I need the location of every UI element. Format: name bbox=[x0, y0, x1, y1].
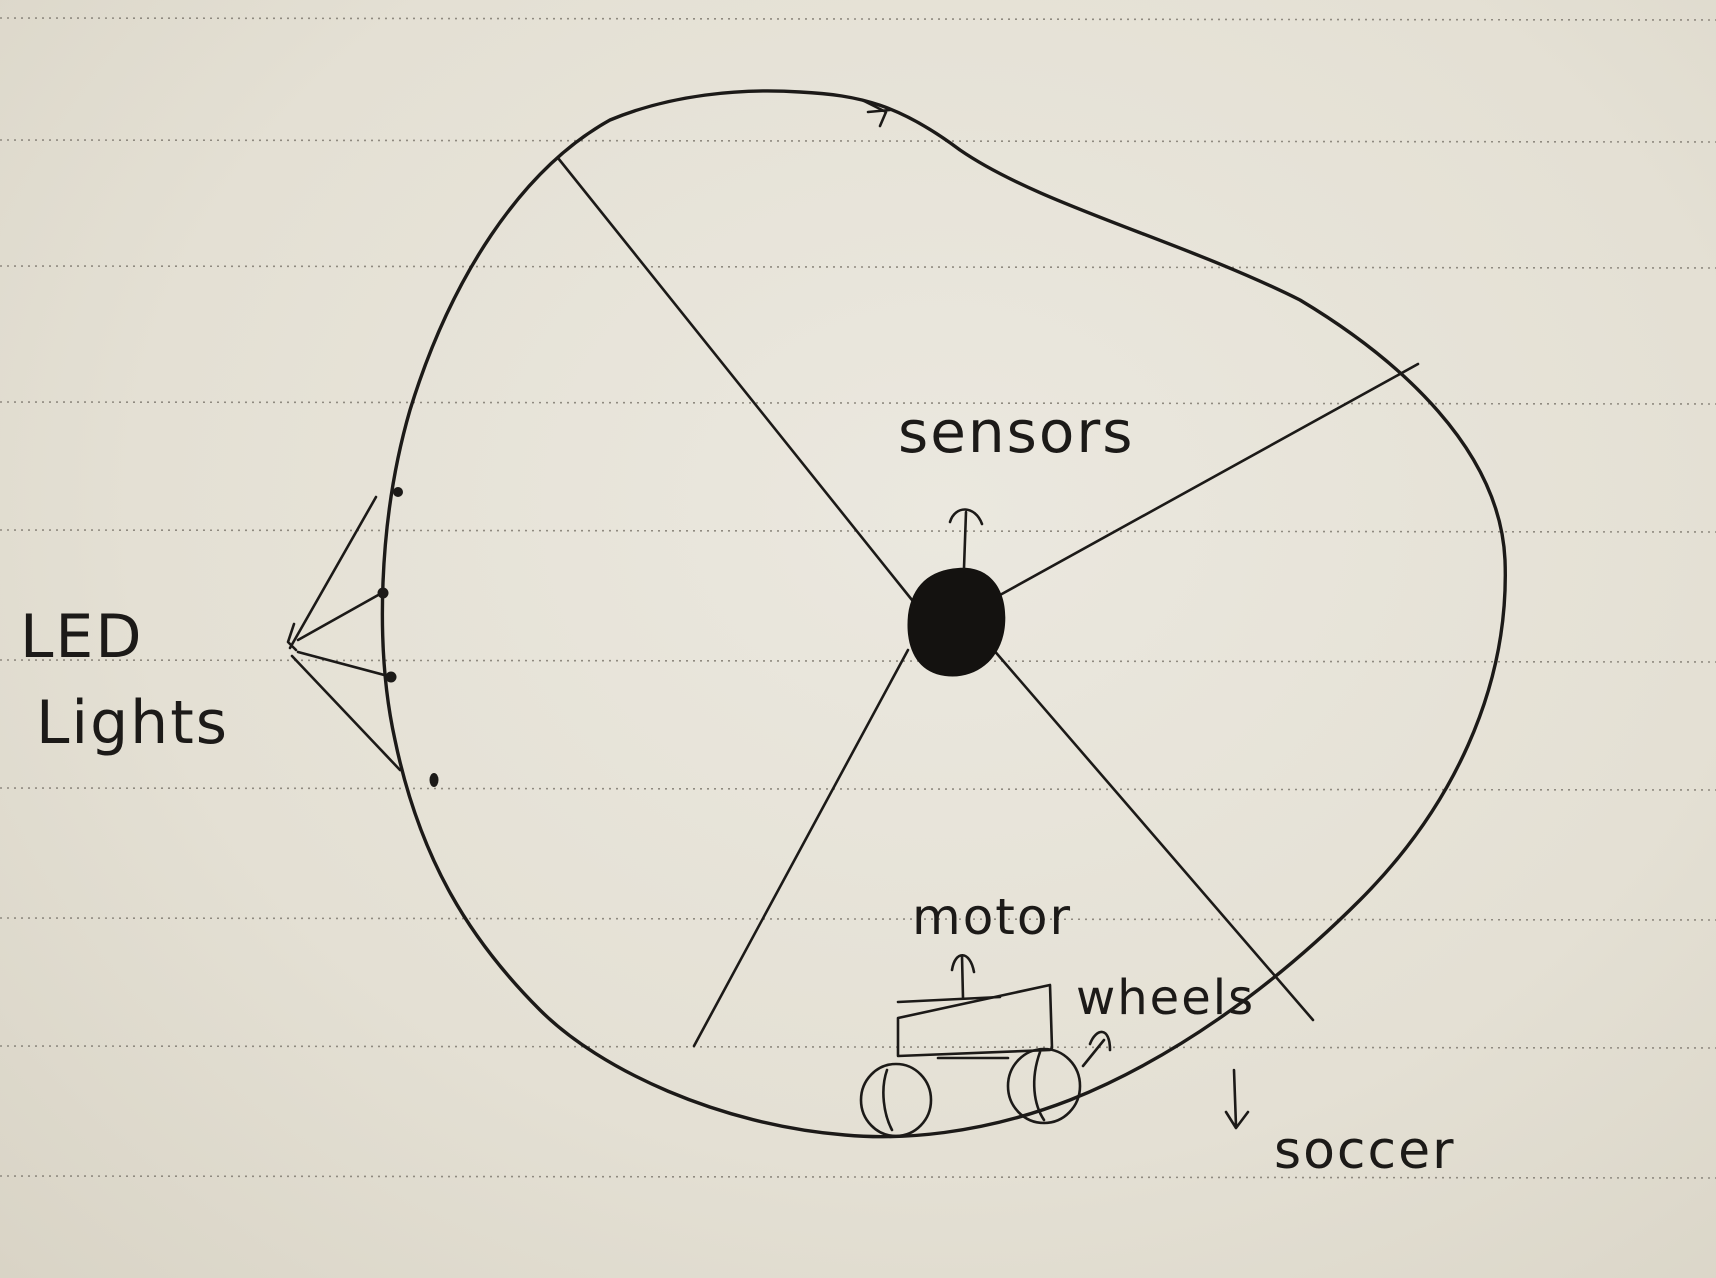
sensors-arrow bbox=[948, 508, 984, 570]
outline-tick bbox=[860, 98, 892, 128]
notebook-ruling bbox=[0, 17, 1716, 1179]
motor-arrow bbox=[950, 953, 976, 1000]
wheel-left-hub bbox=[882, 1068, 894, 1132]
soccer-arrow bbox=[1224, 1068, 1250, 1130]
soccer-ball-outline bbox=[380, 89, 1507, 1139]
wheel-left bbox=[859, 1062, 933, 1138]
wheels-arrow bbox=[1081, 1030, 1112, 1068]
label-wheels: wheels bbox=[1076, 970, 1255, 1026]
label-motor: motor bbox=[912, 888, 1072, 946]
label-led: LED bbox=[20, 602, 144, 672]
label-lights: Lights bbox=[36, 688, 229, 758]
wheel-right bbox=[1006, 1047, 1082, 1125]
label-soccer: soccer bbox=[1274, 1121, 1455, 1181]
label-sensors: sensors bbox=[898, 398, 1134, 466]
led-pointer-lines bbox=[286, 495, 402, 772]
car-body bbox=[896, 983, 1054, 1058]
robot-car bbox=[859, 983, 1082, 1138]
sensor-hub bbox=[907, 567, 1006, 677]
car-roof-line bbox=[896, 995, 1002, 1004]
wheel-right-hub bbox=[1032, 1050, 1046, 1122]
led-lights bbox=[377, 487, 439, 787]
ball-segment-lines bbox=[556, 156, 1420, 1048]
